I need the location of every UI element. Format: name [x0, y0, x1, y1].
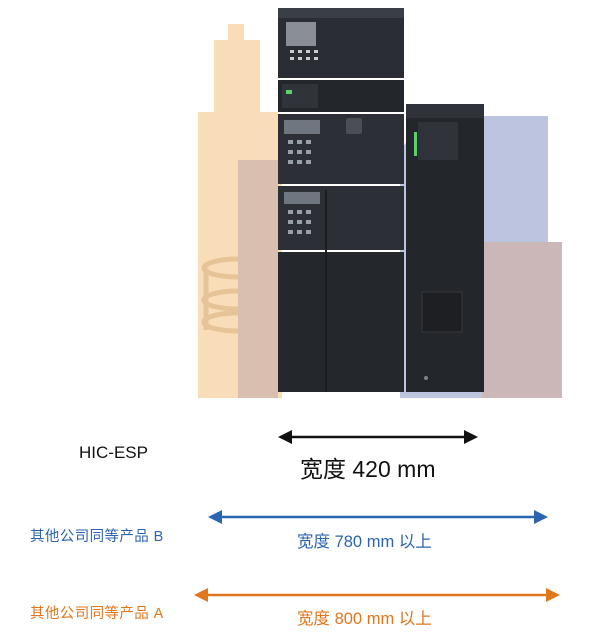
- model-name-label: HIC-ESP: [79, 443, 148, 462]
- competitor-b-name-label: 其他公司同等产品 B: [30, 529, 164, 545]
- competitor-a-width-arrow: [194, 588, 560, 602]
- hic-width-arrow: [278, 430, 478, 444]
- instrument-comparison-illustration: [198, 8, 562, 398]
- competitor-a-width-label: 宽度 800 mm 以上: [297, 610, 432, 628]
- hic-width-label: 宽度 420 mm: [300, 456, 436, 482]
- instrument-stack: [278, 8, 484, 392]
- competitor-a-name-label: 其他公司同等产品 A: [30, 606, 164, 622]
- competitor-b-width-label: 宽度 780 mm 以上: [297, 533, 432, 551]
- competitor-b-lower-block: [482, 242, 562, 398]
- competitor-a-overlap: [238, 160, 278, 398]
- competitor-b-width-arrow: [208, 510, 548, 524]
